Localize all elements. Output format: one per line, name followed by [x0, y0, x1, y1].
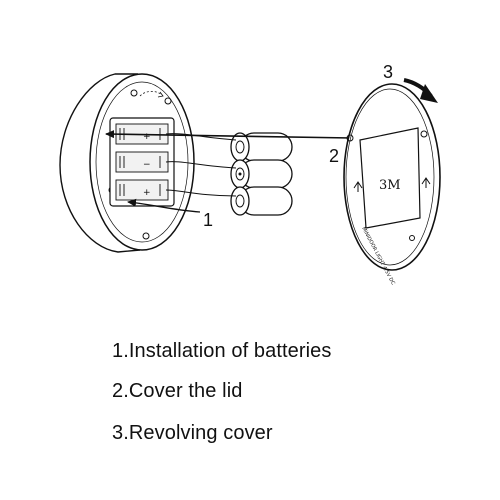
step-install-batteries: 1.Installation of batteries [112, 340, 332, 362]
callout-1: 1 [203, 210, 213, 230]
polarity-minus: − [143, 160, 151, 170]
up-arrow-icon [353, 181, 363, 192]
step-cover-lid: 2.Cover the lid [112, 380, 243, 402]
callout-3: 3 [383, 62, 393, 82]
lid: 3M MINIDOOR LIGHT 4.5V DC [343, 83, 441, 286]
lid-screw [409, 235, 415, 241]
bottom-screw [142, 232, 150, 240]
battery-path-curve [165, 161, 237, 169]
battery-compartment: + − + [109, 117, 175, 207]
battery-middle [230, 159, 293, 189]
rotate-hint-arrow-icon [157, 91, 164, 98]
lid-screw [346, 134, 354, 142]
base-inner-rim [95, 81, 189, 243]
polarity-plus: + [143, 132, 151, 142]
revolve-cover-arrowhead-icon [420, 84, 438, 103]
light-base: + − + [59, 73, 195, 253]
cover-lid-arrow [105, 130, 353, 139]
battery-path-curve [165, 189, 237, 197]
callout-2: 2 [329, 146, 339, 166]
top-screw [164, 97, 172, 105]
battery-bottom [230, 186, 293, 216]
top-screw [130, 89, 138, 97]
polarity-plus: + [143, 188, 151, 198]
step-revolving-cover: 3.Revolving cover [112, 422, 273, 444]
batteries [165, 132, 293, 216]
rotate-hint-arc [139, 90, 163, 97]
up-arrow-icon [421, 177, 431, 188]
tape-label: 3M [379, 178, 401, 193]
adhesive-tape [359, 127, 421, 229]
installation-diagram: + − + [59, 62, 441, 286]
install-battery-arrow [127, 198, 201, 213]
lid-screw [420, 130, 428, 138]
